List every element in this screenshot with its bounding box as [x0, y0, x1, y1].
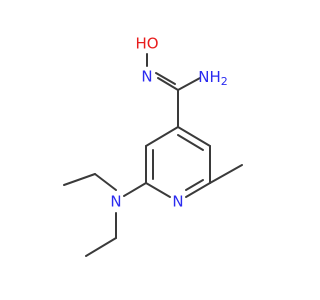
bond-amidine-c-n-double [155, 72, 176, 85]
amine-nh: NH [198, 68, 221, 86]
bond-c5-c4-double [177, 134, 204, 151]
bond-c6-methyl [209, 164, 243, 184]
bond-c4-c3 [145, 126, 179, 147]
bond-n1-c6 [185, 182, 211, 198]
ring-nitrogen-label: N [172, 193, 183, 211]
bond-amidine-c-n [157, 77, 179, 91]
bond-c2-n-diethyl [123, 182, 147, 197]
bond-amidine-c-nh2 [177, 77, 201, 91]
atom-labels: HO N NH2 N N [110, 35, 227, 211]
bond-ethyl1-ch3 [63, 173, 96, 186]
diethylamino-nitrogen-label: N [110, 193, 121, 211]
bond-ethyl2-ch3 [85, 237, 117, 257]
bonds [63, 53, 243, 257]
bond-n-ethyl1-ch2 [94, 173, 117, 191]
amine-subscript: 2 [221, 75, 228, 88]
bond-c5-c4 [177, 126, 211, 147]
bond-n1-c6-double [185, 179, 204, 191]
molecule-structure: HO N NH2 N N [63, 35, 243, 257]
bond-c2-n1 [145, 182, 171, 198]
amine-label: NH2 [198, 68, 228, 89]
hydroxyl-label: HO [135, 35, 158, 53]
oxime-nitrogen-label: N [141, 68, 152, 86]
